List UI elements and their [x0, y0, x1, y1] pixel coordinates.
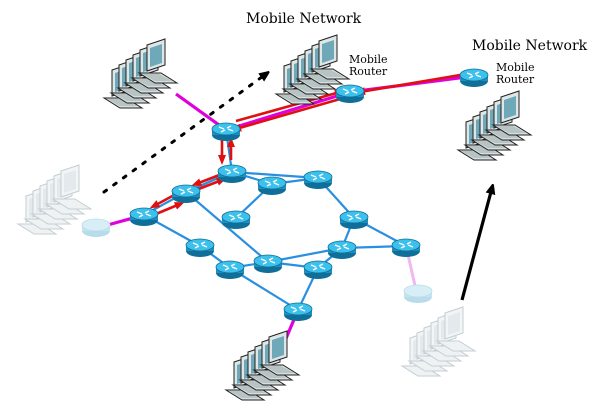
router-icon	[221, 210, 251, 230]
mobile-router-label-left: Mobile Router	[349, 54, 387, 78]
router-icon	[283, 302, 313, 322]
mobile-router-label-right-line1: Mobile	[496, 61, 535, 74]
laptop-group-ghost-icon	[18, 165, 91, 234]
laptop-group-icon	[226, 331, 299, 400]
router-icon	[327, 240, 357, 260]
router-icon	[217, 164, 247, 184]
router-icon	[171, 184, 201, 204]
signal-arrow	[191, 172, 223, 186]
router-icon	[185, 238, 215, 258]
signal-arrow	[231, 97, 341, 132]
router-icon	[391, 238, 421, 258]
signal-arrow	[195, 178, 227, 192]
mobile-router-label-right: Mobile Router	[496, 62, 534, 86]
router-icon	[211, 122, 241, 142]
router-icon	[303, 170, 333, 190]
signal-arrow	[155, 202, 185, 216]
signal-arrow	[355, 72, 467, 96]
router-icon	[459, 68, 489, 88]
laptop-groups	[18, 35, 531, 400]
laptop-group-icon	[104, 39, 177, 108]
router-icon	[257, 176, 287, 196]
mobile-router-label-right-line2: Router	[496, 73, 535, 86]
router-icon	[253, 254, 283, 274]
movement-arrow-icon	[102, 74, 266, 194]
router-icon	[215, 260, 245, 280]
signal-arrows	[149, 72, 467, 216]
router-icon	[339, 210, 369, 230]
network-label-right: Mobile Network	[472, 38, 588, 54]
mobile-router-label-left-line2: Router	[349, 65, 388, 78]
router-ghost-icon	[81, 218, 111, 238]
router-icon	[303, 260, 333, 280]
router-ghost-icon	[403, 284, 433, 304]
network-label-left: Mobile Network	[246, 11, 362, 27]
laptop-group-icon	[458, 91, 531, 160]
movement-arrow-icon	[460, 188, 492, 301]
router-icon	[129, 207, 159, 227]
laptop-group-ghost-icon	[402, 307, 475, 376]
router-icon	[335, 84, 365, 104]
mobile-router-label-left-line1: Mobile	[349, 53, 388, 66]
access-link-mobile-router-left	[225, 90, 351, 132]
signal-arrow	[235, 89, 345, 123]
movement-arrows	[102, 74, 492, 301]
